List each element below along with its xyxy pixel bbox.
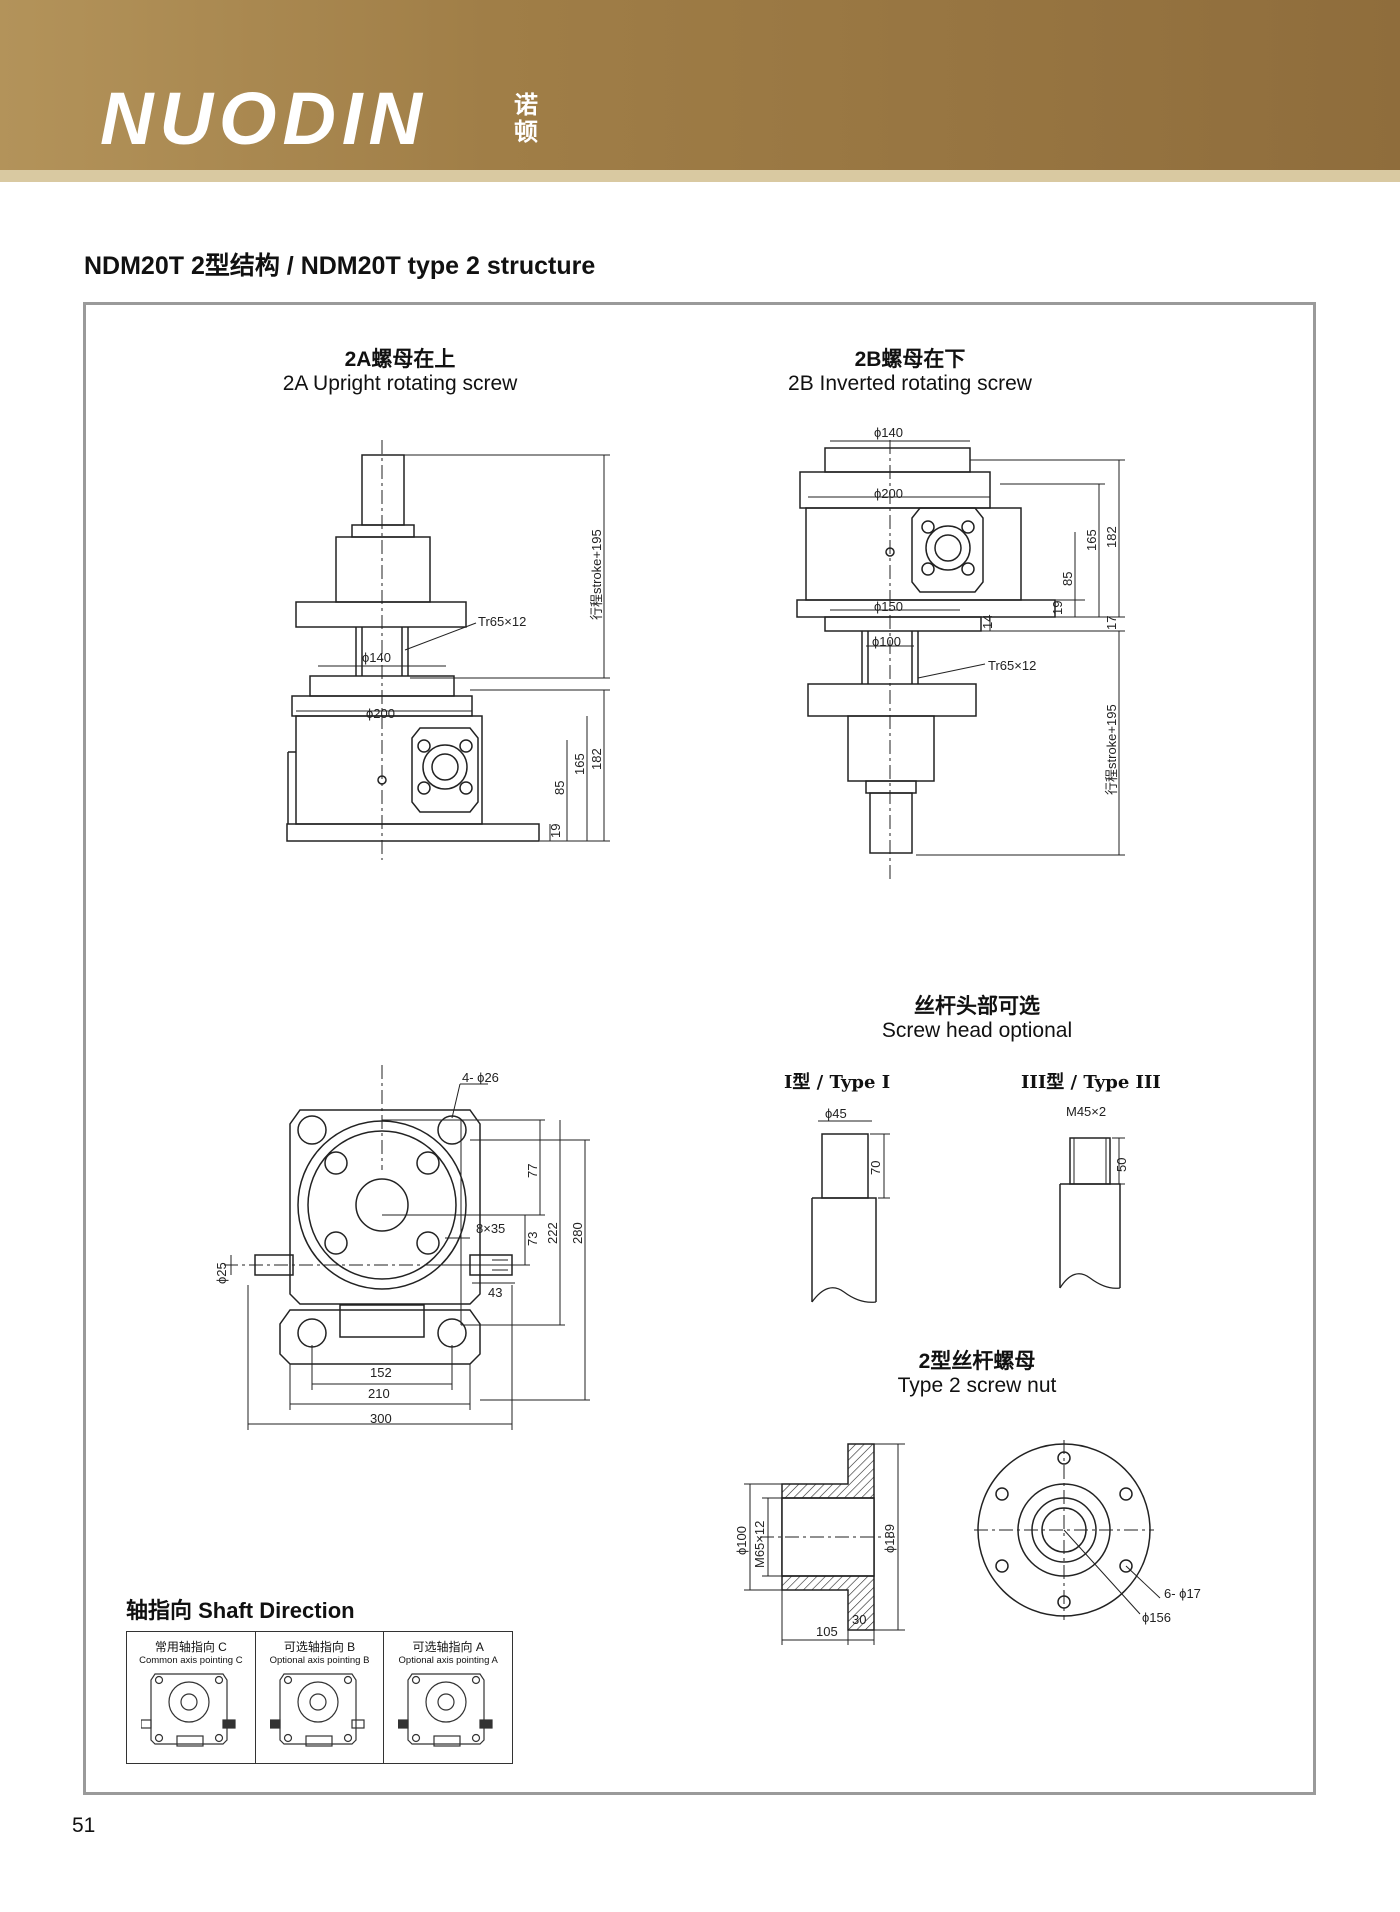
dim-2b-182: 182 [1104,526,1119,548]
dim-nut-d100: ϕ100 [734,1526,749,1555]
caption-2a: 2A螺母在上 2A Upright rotating screw [230,348,570,396]
shaft-direction-table: 常用轴指向 C Common axis pointing C 可选轴指向 B O… [126,1631,513,1764]
dim-nut-30: 30 [852,1612,866,1627]
dim-2b-stroke: 行程stroke+195 [1104,704,1119,795]
dim-nut-d156: ϕ156 [1142,1610,1171,1625]
dim-2b-d150: ϕ150 [874,599,903,614]
dim-2b-d140: ϕ140 [874,425,903,440]
drawing-frame [83,302,1316,1795]
shaft-cell-a-cn: 可选轴指向 A [412,1640,484,1654]
dim-top-73: 73 [525,1232,540,1246]
view-2b-labels: ϕ140 ϕ200 ϕ150 ϕ100 Tr65×12 182 165 85 1… [872,425,1119,795]
dim-2a-19: 19 [548,824,563,838]
dim-head-70: 70 [868,1161,883,1175]
dim-nut-holes: 6- ϕ17 [1164,1586,1201,1601]
dim-nut-m65: M65×12 [752,1521,767,1568]
dim-2b-14: 14 [980,615,995,629]
caption-2a-cn: 2A螺母在上 [344,348,456,371]
dim-2a-182: 182 [589,748,604,770]
header-strip [0,170,1400,182]
view-screw-head-labels: ϕ45 70 M45×2 50 [825,1104,1129,1175]
shaft-direction-title: 轴指向 Shaft Direction [126,1598,355,1623]
dim-2b-tr: Tr65×12 [988,658,1036,673]
dim-head-m45: M45×2 [1066,1104,1106,1119]
dim-top-300: 300 [370,1411,392,1426]
shaft-cell-b-en: Optional axis pointing B [269,1655,370,1666]
dim-top-280: 280 [570,1222,585,1244]
dim-top-key: 8×35 [476,1221,505,1236]
caption-screw-head-cn: 丝杆头部可选 [914,995,1040,1018]
dim-nut-105: 105 [816,1624,838,1639]
view-screw-head [811,1120,1125,1303]
label-type-1: I型 / Type I [784,1072,891,1093]
dim-top-d25: ϕ25 [214,1262,229,1284]
dim-2b-165: 165 [1084,529,1099,551]
caption-screw-head: 丝杆头部可选 Screw head optional [820,995,1134,1043]
view-top [224,1065,590,1430]
caption-screw-nut: 2型丝杆螺母 Type 2 screw nut [820,1350,1134,1398]
view-2a-labels: ϕ140 ϕ200 Tr65×12 行程stroke+195 182 165 8… [362,529,604,838]
shaft-cell-c-en: Common axis pointing C [139,1655,243,1666]
view-2a [286,440,610,860]
header-banner [0,0,1400,180]
shaft-cell-b: 可选轴指向 B Optional axis pointing B [256,1632,385,1763]
view-screw-nut [744,1440,1161,1645]
dim-top-210: 210 [368,1386,390,1401]
caption-screw-nut-cn: 2型丝杆螺母 [918,1350,1036,1373]
dim-top-holes: 4- ϕ26 [462,1070,499,1085]
dim-top-43: 43 [488,1285,502,1300]
view-screw-nut-labels: ϕ100 M65×12 ϕ189 105 30 6- ϕ17 ϕ156 [734,1521,1201,1639]
dim-2a-stroke: 行程stroke+195 [589,529,604,620]
dim-top-222: 222 [545,1222,560,1244]
page-title: NDM20T 2型结构 / NDM20T type 2 structure [84,252,596,280]
dim-head-50: 50 [1114,1158,1129,1172]
label-type-3: III型 / Type III [1021,1072,1161,1093]
shaft-cell-c: 常用轴指向 C Common axis pointing C [127,1632,256,1763]
caption-2b-cn: 2B螺母在下 [854,348,966,371]
shaft-cell-a: 可选轴指向 A Optional axis pointing A [384,1632,512,1763]
page-number: 51 [72,1814,96,1837]
caption-2b: 2B螺母在下 2B Inverted rotating screw [740,348,1080,396]
dim-2b-d100: ϕ100 [872,634,901,649]
dim-2b-19: 19 [1050,601,1065,615]
gearbox-c-icon [141,1673,236,1747]
caption-screw-nut-en: Type 2 screw nut [897,1374,1057,1398]
caption-2b-en: 2B Inverted rotating screw [788,372,1032,396]
view-top-labels: 4- ϕ26 8×35 ϕ25 77 73 222 280 43 152 210… [214,1070,585,1426]
dim-2a-165: 165 [572,753,587,775]
dim-top-152: 152 [370,1365,392,1380]
caption-2a-en: 2A Upright rotating screw [282,372,518,396]
brand-logo-cn: 诺顿 [514,91,538,146]
dim-head-d45: ϕ45 [825,1106,847,1121]
dim-2a-d140: ϕ140 [362,650,391,665]
view-2b [796,440,1125,880]
shaft-cell-a-en: Optional axis pointing A [398,1655,498,1666]
dim-2a-tr: Tr65×12 [478,614,526,629]
dim-top-77: 77 [525,1164,540,1178]
gearbox-b-icon [269,1673,365,1747]
dim-2b-85: 85 [1060,572,1075,586]
shaft-cell-b-cn: 可选轴指向 B [283,1640,356,1654]
dim-2b-17: 17 [1104,616,1119,630]
dim-2b-d200: ϕ200 [874,486,903,501]
dim-nut-d189: ϕ189 [882,1524,897,1553]
caption-screw-head-en: Screw head optional [881,1019,1073,1043]
dim-2a-85: 85 [552,781,567,795]
shaft-cell-c-cn: 常用轴指向 C [154,1640,227,1654]
dim-2a-d200: ϕ200 [366,706,395,721]
gearbox-a-icon [398,1673,493,1747]
brand-logo: NUODIN [100,77,428,160]
